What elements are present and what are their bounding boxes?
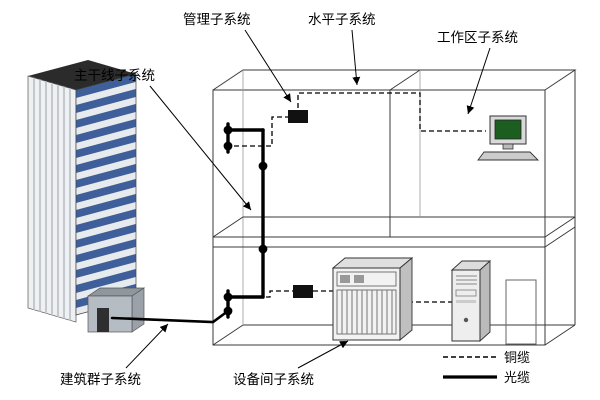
management-patch-top: [234, 116, 288, 147]
server-drive-bay: [455, 289, 477, 297]
label-work-area-subsystem: 工作区子系统: [437, 30, 518, 45]
server-tower: [450, 259, 492, 343]
floor-structure: [212, 69, 577, 346]
monitor-stand: [502, 143, 514, 150]
leader-management: [244, 29, 292, 103]
monitor-screen: [494, 119, 522, 140]
leader-backbone: [149, 85, 252, 211]
rack-slats: [341, 290, 393, 334]
management-patch-bottom: [234, 290, 293, 298]
building-window-face: [75, 73, 137, 316]
middle-floor-slab: [212, 216, 576, 248]
leader-equipment-room: [297, 340, 349, 369]
label-horizontal-subsystem: 水平子系统: [308, 12, 376, 27]
hub-box-bottom-floor: [293, 285, 313, 298]
door-outline: [505, 279, 537, 345]
building-roof: [28, 60, 136, 90]
annex-building: [86, 287, 146, 333]
partition-wall: [389, 69, 421, 237]
leader-arrows: [125, 29, 491, 369]
top-floor-feed: [226, 122, 265, 154]
rack-module: [340, 275, 350, 283]
keyboard: [477, 151, 540, 161]
leader-work-area: [466, 47, 491, 115]
hub-box-top-floor: [288, 110, 308, 123]
legend-copper-label: 铜缆: [504, 350, 530, 365]
legend-fiber-label: 光缆: [504, 370, 530, 385]
leader-horizontal: [351, 29, 361, 86]
building-columns: [33, 77, 71, 321]
workstation-computer: [477, 115, 540, 161]
leader-campus: [125, 323, 169, 369]
rack-module: [354, 275, 364, 283]
bottom-floor-feed: [226, 289, 265, 319]
legend: 铜缆 光缆: [443, 350, 530, 385]
label-management-subsystem: 管理子系统: [183, 12, 251, 27]
label-equipment-room-subsystem: 设备间子系统: [233, 371, 314, 387]
building-illustration: [27, 60, 146, 333]
label-campus-subsystem: 建筑群子系统: [60, 372, 141, 387]
campus-entry-cable: [110, 309, 230, 324]
annex-door: [97, 308, 109, 332]
label-backbone-subsystem: 主干线子系统: [74, 68, 155, 83]
junction-dots: [223, 125, 268, 316]
equipment-rack: [331, 257, 414, 341]
server-power-button: [463, 317, 469, 323]
server-vents: [456, 275, 477, 285]
server-slot: [456, 300, 476, 303]
building-left-face: [27, 75, 77, 323]
base-and-right-face: [212, 70, 576, 346]
horizontal-run-to-workstation: [297, 92, 486, 132]
top-face: [212, 69, 577, 91]
